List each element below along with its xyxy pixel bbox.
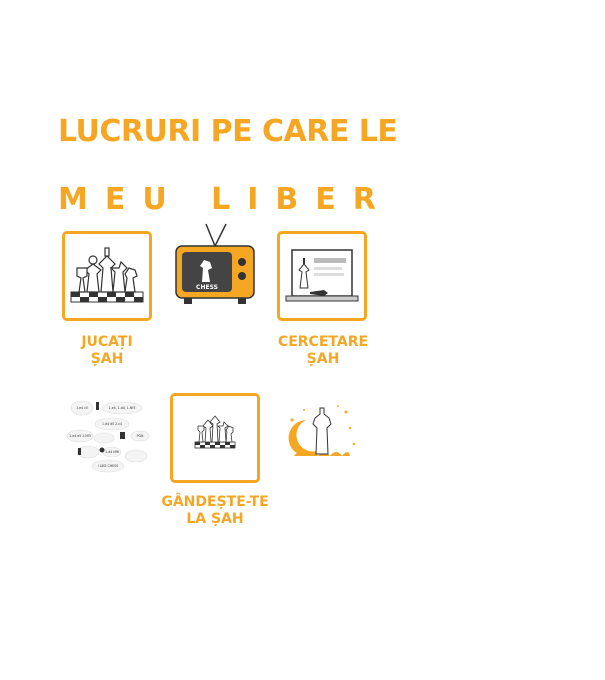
caption-research-chess: CERCETARE ȘAH — [273, 334, 373, 368]
page-title-line1: LUCRURI PE CARE LE — [58, 114, 398, 149]
chess-king-clouds-illustration — [280, 398, 364, 468]
tile-play-chess — [62, 231, 152, 321]
laptop-chess-icon — [285, 249, 359, 302]
bubble-text: 1.d4 Nf6 — [105, 450, 119, 454]
bubble-text: 1.e4, 1.d4, 1.Nf3 — [109, 406, 136, 410]
caption-line: CERCETARE — [277, 334, 369, 350]
caption-line: ȘAH — [306, 351, 340, 367]
tile-think-chess — [170, 393, 260, 483]
chess-speech-bubbles-illustration: 1.e4, 1.d4, 1.Nf3 1.d4 d5 2.c4 1.e4 e5 2… — [66, 398, 150, 474]
chess-speech-bubbles-icon: 1.e4, 1.d4, 1.Nf3 1.d4 d5 2.c4 1.e4 e5 2… — [66, 400, 150, 473]
bubble-text: 1.d4 d5 2.c4 — [102, 422, 122, 426]
tv-chess-icon: CHESS — [175, 223, 255, 304]
caption-line: ȘAH — [90, 351, 124, 367]
bubble-text: PGN — [137, 434, 144, 438]
tv-chess-illustration: CHESS — [170, 222, 260, 308]
tv-screen-text: CHESS — [196, 284, 218, 291]
caption-play-chess: JUCAȚI ȘAH — [62, 334, 152, 368]
bubble-text: I LIKE CHESS — [98, 464, 118, 468]
caption-line: GÂNDEȘTE-TE — [161, 494, 269, 510]
caption-line: LA ȘAH — [186, 511, 244, 527]
tile-research-chess — [277, 231, 367, 321]
bubble-text: 1.e4 c5 — [76, 406, 88, 410]
bubble-text: 1.e4 e5 2.Nf3 — [69, 434, 91, 438]
page-title-line2: MEU LIBER — [58, 182, 393, 217]
chess-king-clouds-icon — [288, 405, 356, 456]
caption-think-chess: GÂNDEȘTE-TE LA ȘAH — [160, 494, 270, 528]
chess-pieces-icon — [70, 247, 144, 303]
caption-line: JUCAȚI — [81, 334, 133, 350]
chess-pieces-small-icon — [194, 415, 236, 449]
